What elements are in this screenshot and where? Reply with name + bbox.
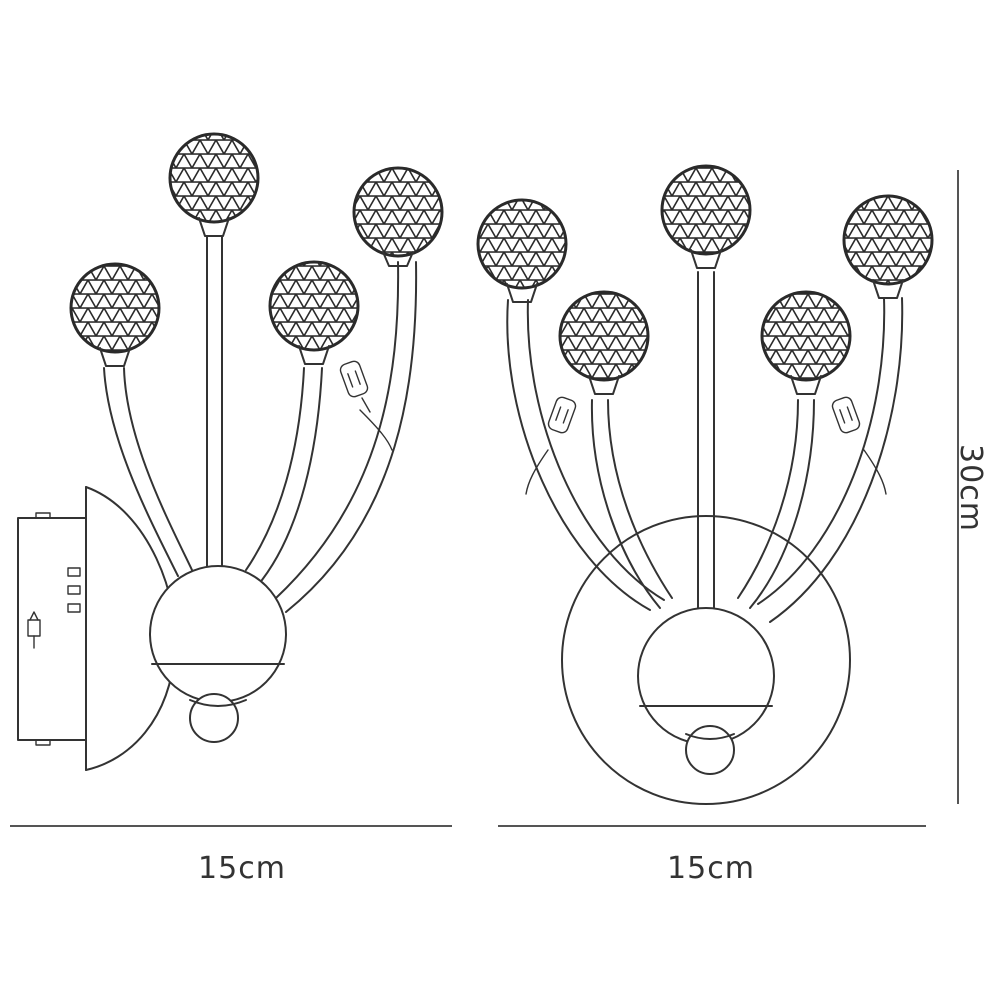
globe-icon [352,166,444,267]
front-wall-plate [561,515,851,805]
globe-icon [69,262,161,367]
halogen-bulb-icon [339,360,371,413]
globe-icon [660,164,752,269]
side-crystal-globes [69,132,444,367]
front-central-sphere [637,607,775,775]
globe-icon [476,198,568,303]
halogen-bulb-icon [831,396,861,434]
globe-icon [558,290,650,395]
globe-icon [760,290,852,395]
height-label: 30cm [953,444,988,532]
side-arms [103,235,418,616]
side-view [17,132,444,771]
switch-icon [27,611,41,649]
front-crystal-globes [476,164,934,395]
halogen-bulb-icon [547,396,577,434]
front-width-label: 15cm [667,851,755,886]
front-view [476,164,934,805]
side-central-sphere [149,565,287,743]
globe-icon [268,260,360,365]
globe-icon [842,194,934,299]
globe-icon [168,132,260,237]
front-arms [506,271,904,646]
wall-mount-box [17,512,87,746]
side-width-label: 15cm [198,851,286,886]
